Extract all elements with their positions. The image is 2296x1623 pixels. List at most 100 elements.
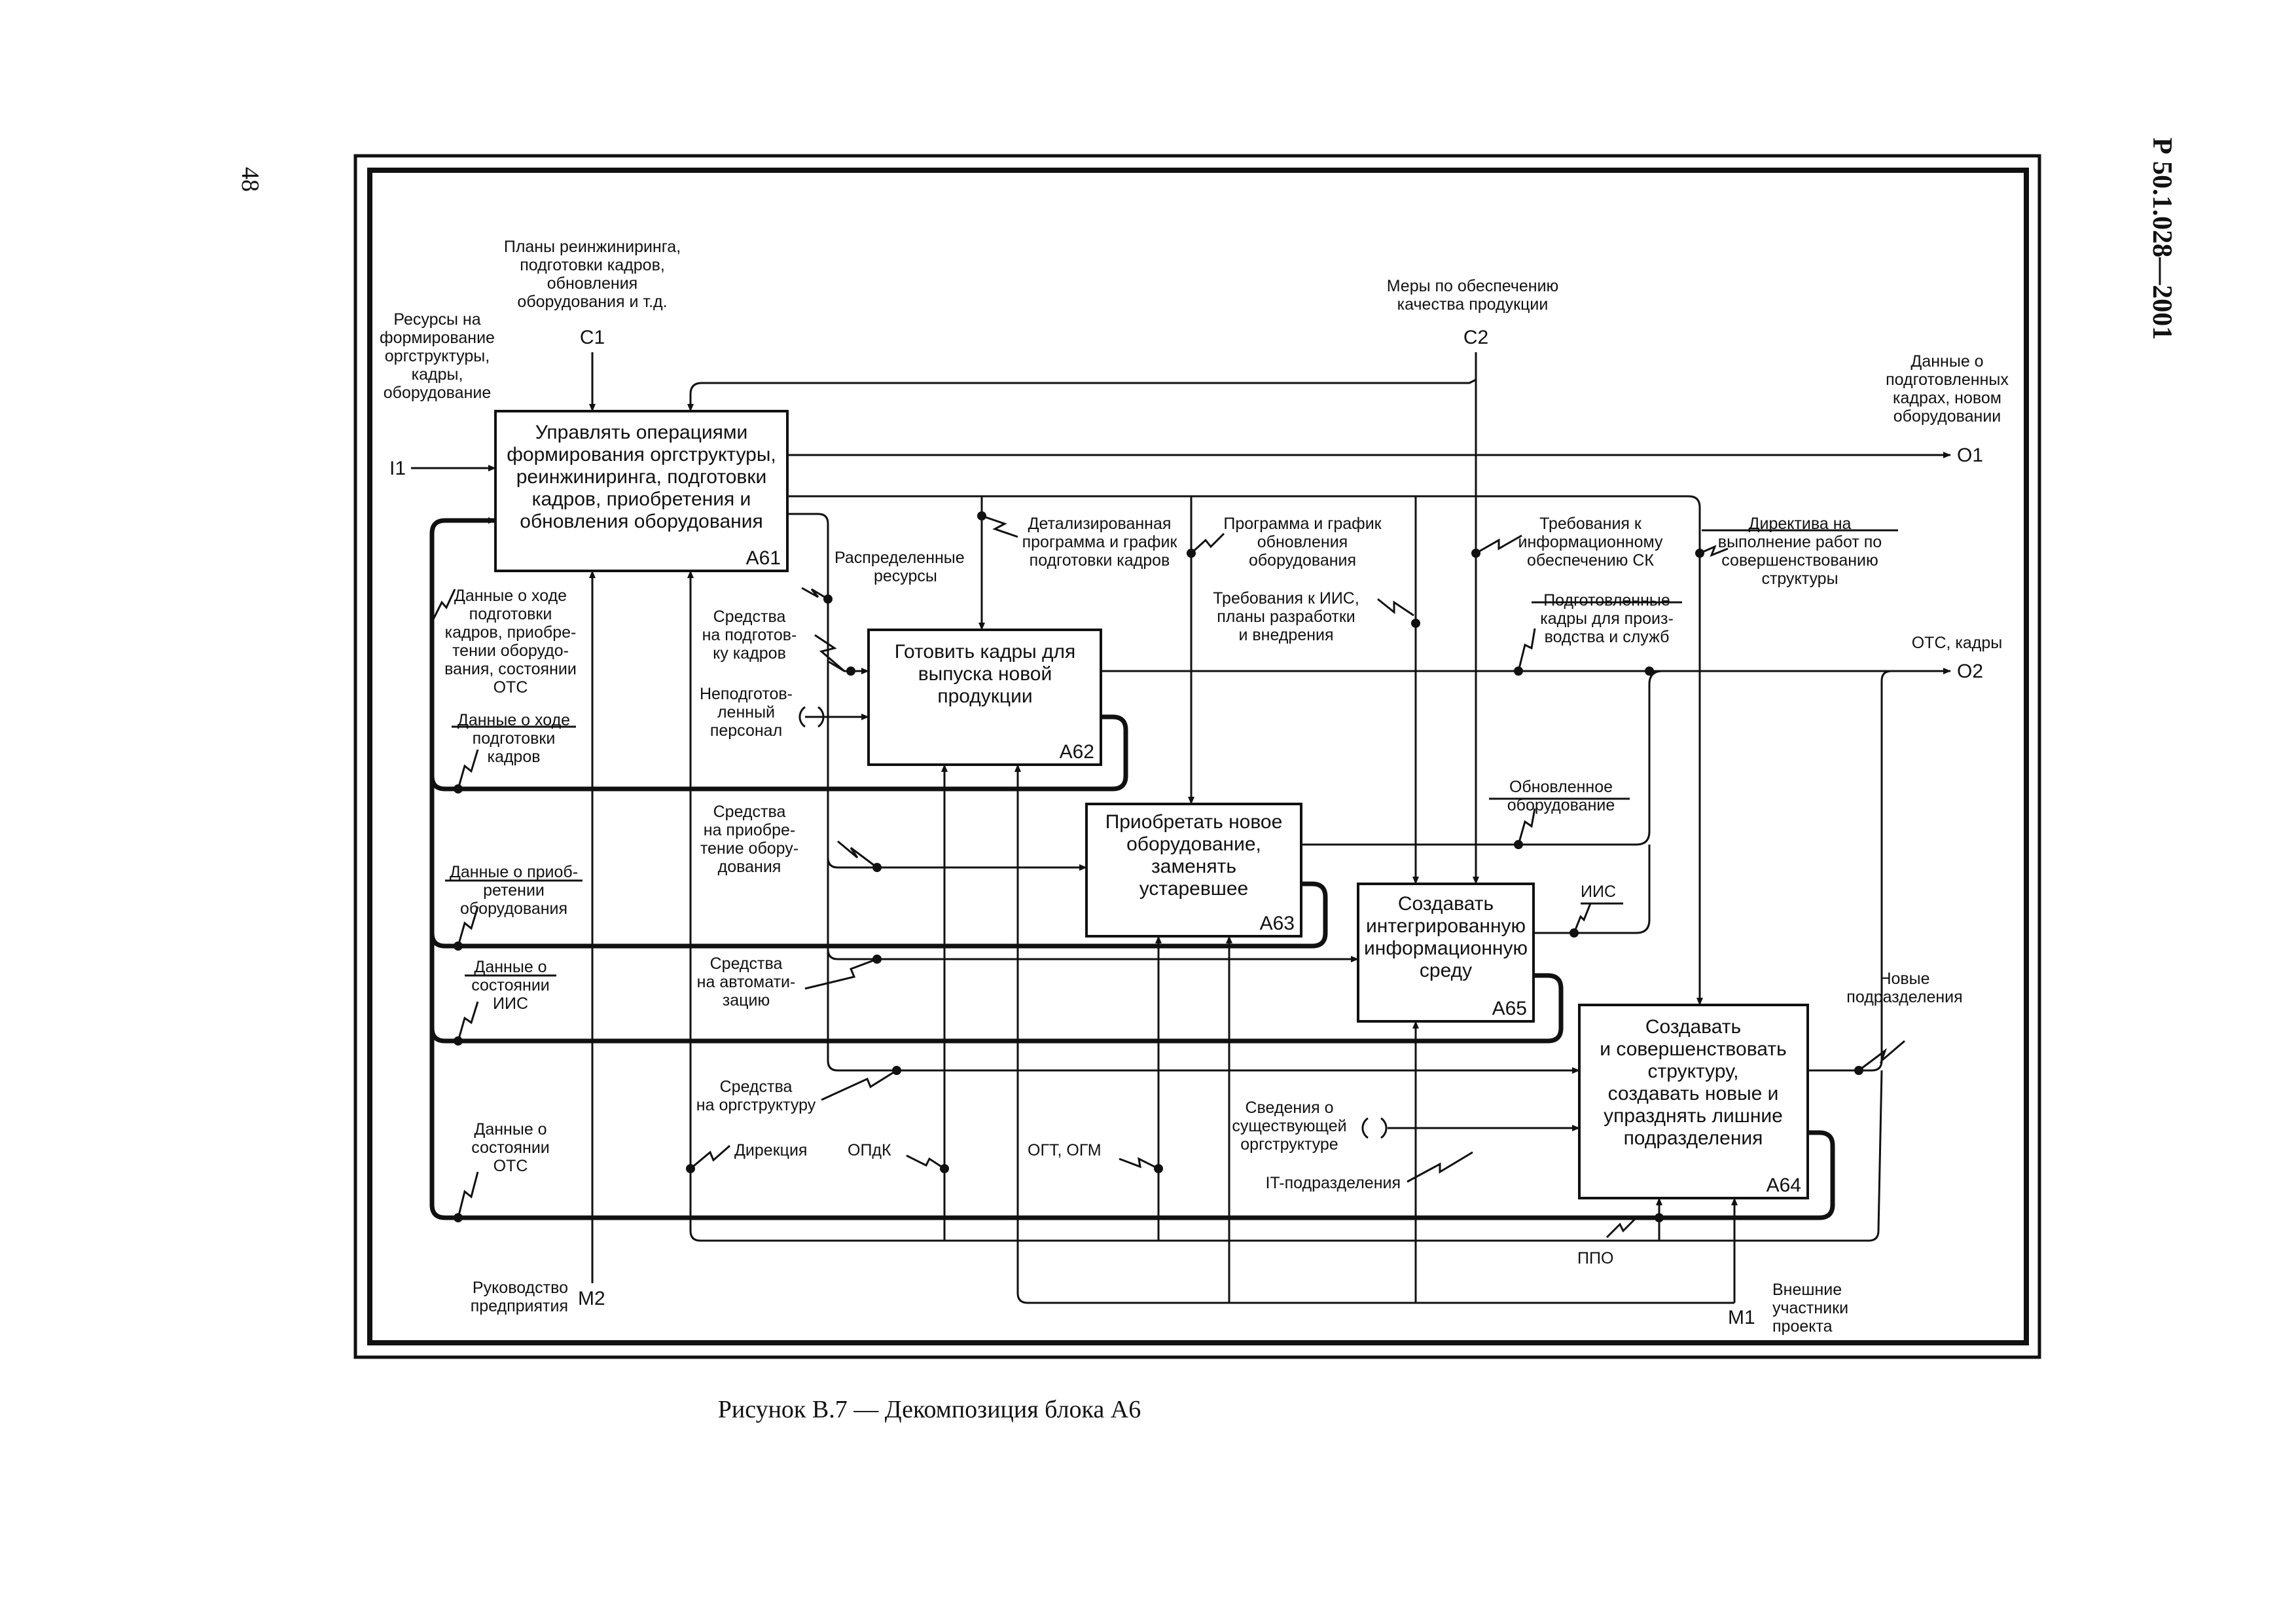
svg-text:оборудование,: оборудование, [1126, 833, 1261, 855]
svg-text:А62: А62 [1060, 741, 1094, 763]
svg-text:Внешние: Внешние [1772, 1281, 1842, 1299]
svg-text:подготовки кадров,: подготовки кадров, [520, 256, 665, 274]
svg-text:Создавать: Создавать [1398, 893, 1494, 915]
svg-text:Данные о: Данные о [474, 958, 547, 976]
svg-text:оборудования: оборудования [1249, 551, 1356, 570]
label-directive: Директива на выполнение работ по соверше… [1718, 515, 1882, 588]
label-c1: Планы реинжиниринга, подготовки кадров, … [504, 238, 681, 311]
label-funds-equipment: Средства на приобре- тение обору- довани… [700, 803, 798, 876]
svg-text:оборудования и т.д.: оборудования и т.д. [517, 293, 667, 311]
svg-text:существующей: существующей [1232, 1117, 1346, 1135]
svg-text:оборудования: оборудования [460, 900, 567, 918]
label-c2: Меры по обеспечению качества продукции [1387, 277, 1559, 314]
label-trained-staff: Подготовленные кадры для произ- водства … [1540, 591, 1674, 646]
svg-text:Программа и график: Программа и график [1223, 515, 1382, 533]
svg-text:оргструктуре: оргструктуре [1240, 1135, 1338, 1154]
svg-text:упразднять лишние: упразднять лишние [1604, 1105, 1783, 1127]
label-updated-equipment: Обновленное оборудование [1507, 778, 1615, 814]
svg-text:Обновленное: Обновленное [1509, 778, 1613, 796]
svg-text:проекта: проекта [1772, 1317, 1833, 1336]
svg-text:ОТС: ОТС [493, 678, 528, 697]
svg-text:Данные о приоб-: Данные о приоб- [450, 863, 578, 881]
svg-text:Неподготов-: Неподготов- [700, 685, 793, 703]
svg-text:подготовки кадров: подготовки кадров [1030, 551, 1170, 570]
svg-text:подготовки: подготовки [469, 605, 552, 623]
svg-text:совершенствованию: совершенствованию [1721, 551, 1878, 570]
svg-text:заменять: заменять [1151, 856, 1236, 877]
svg-text:А61: А61 [746, 547, 781, 569]
label-ppo: ППО [1577, 1249, 1613, 1267]
label-equip-program: Программа и график обновления оборудован… [1223, 515, 1382, 570]
svg-text:состоянии: состоянии [471, 976, 550, 994]
svg-text:Создавать: Создавать [1645, 1016, 1741, 1038]
label-acq-data: Данные о приоб- ретении оборудования [450, 863, 578, 918]
svg-text:кадров, приобретения и: кадров, приобретения и [532, 488, 751, 510]
svg-text:ИИС: ИИС [493, 994, 528, 1013]
svg-text:А64: А64 [1767, 1175, 1801, 1196]
svg-text:Данные о: Данные о [474, 1120, 547, 1139]
figure-caption: Рисунок В.7 — Декомпозиция блока А6 [718, 1396, 1141, 1423]
label-directorate: Дирекция [734, 1141, 807, 1159]
svg-text:и совершенствовать: и совершенствовать [1600, 1038, 1786, 1060]
label-opdk: ОПдК [848, 1141, 891, 1159]
outer-frame [353, 154, 2041, 1359]
svg-text:дования: дования [718, 858, 781, 876]
svg-text:Средства: Средства [713, 608, 786, 626]
svg-text:обновления: обновления [1257, 533, 1348, 551]
svg-text:ретении: ретении [483, 881, 545, 900]
svg-text:Данные о: Данные о [1910, 352, 1983, 371]
label-ogt: ОГТ, ОГМ [1028, 1141, 1102, 1159]
svg-text:Средства: Средства [713, 803, 786, 821]
label-it-divisions: IT-подразделения [1265, 1174, 1401, 1192]
label-funds-orgstructure: Средства на оргструктуру [696, 1078, 816, 1114]
label-o2: ОТС, кадры [1912, 634, 2003, 652]
label-existing-structure: Сведения о существующей оргструктуре [1232, 1099, 1346, 1154]
svg-text:выполнение работ по: выполнение работ по [1718, 533, 1882, 551]
svg-text:Директива на: Директива на [1749, 515, 1852, 533]
svg-text:Сведения о: Сведения о [1245, 1099, 1333, 1117]
svg-text:Приобретать новое: Приобретать новое [1105, 811, 1283, 833]
label-req-iis: Требования к ИИС, планы разработки и вне… [1213, 589, 1359, 644]
code-o2: О2 [1957, 661, 1983, 682]
svg-text:интегрированную: интегрированную [1366, 915, 1526, 937]
label-iis-state: Данные о состоянии ИИС [471, 958, 550, 1013]
svg-text:качества продукции: качества продукции [1397, 295, 1549, 314]
svg-text:информационному: информационному [1518, 533, 1663, 551]
svg-text:обеспечению СК: обеспечению СК [1527, 551, 1654, 570]
svg-text:Детализированная: Детализированная [1028, 515, 1172, 533]
svg-text:на оргструктуру: на оргструктуру [696, 1096, 816, 1114]
svg-text:Подготовленные: Подготовленные [1543, 591, 1670, 610]
svg-text:подготовленных: подготовленных [1886, 371, 2009, 389]
svg-text:структуру,: структуру, [1648, 1061, 1739, 1082]
svg-text:кадрах, новом: кадрах, новом [1893, 389, 2001, 407]
svg-text:устаревшее: устаревшее [1139, 878, 1249, 900]
svg-text:ку кадров: ку кадров [713, 644, 786, 663]
code-m2: М2 [578, 1288, 605, 1309]
svg-text:А63: А63 [1260, 913, 1295, 934]
svg-text:кадры для произ-: кадры для произ- [1540, 610, 1674, 628]
svg-text:оборудовании: оборудовании [1893, 407, 2001, 426]
label-m2: Руководство предприятия [471, 1279, 568, 1315]
svg-text:Меры по обеспечению: Меры по обеспечению [1387, 277, 1559, 295]
svg-text:предприятия: предприятия [471, 1297, 568, 1315]
svg-text:среду: среду [1420, 960, 1472, 981]
svg-text:кадров, приобре-: кадров, приобре- [445, 623, 577, 642]
svg-text:кадров: кадров [487, 748, 540, 766]
label-detailed-program: Детализированная программа и график подг… [1022, 515, 1178, 570]
svg-text:продукции: продукции [937, 685, 1032, 707]
svg-text:Требования к ИИС,: Требования к ИИС, [1213, 589, 1359, 608]
svg-text:формирования оргструктуры,: формирования оргструктуры, [507, 444, 776, 465]
svg-text:Данные о ходе: Данные о ходе [454, 587, 567, 605]
svg-text:А65: А65 [1492, 998, 1527, 1019]
svg-text:на подготов-: на подготов- [702, 626, 797, 644]
svg-text:подразделения: подразделения [1846, 988, 1962, 1006]
svg-text:оборудование: оборудование [384, 384, 492, 402]
standard-number: Р 50.1.028—2001 [2147, 137, 2177, 340]
svg-text:информационную: информационную [1364, 938, 1528, 959]
svg-text:обновления: обновления [547, 274, 637, 293]
label-i1: Ресурсы на формирование оргструктуры, ка… [380, 310, 495, 402]
svg-text:ОТС: ОТС [493, 1157, 528, 1175]
svg-text:подразделения: подразделения [1624, 1127, 1763, 1149]
label-training-progress-1: Данные о ходе подготовки кадров, приобре… [444, 587, 577, 697]
